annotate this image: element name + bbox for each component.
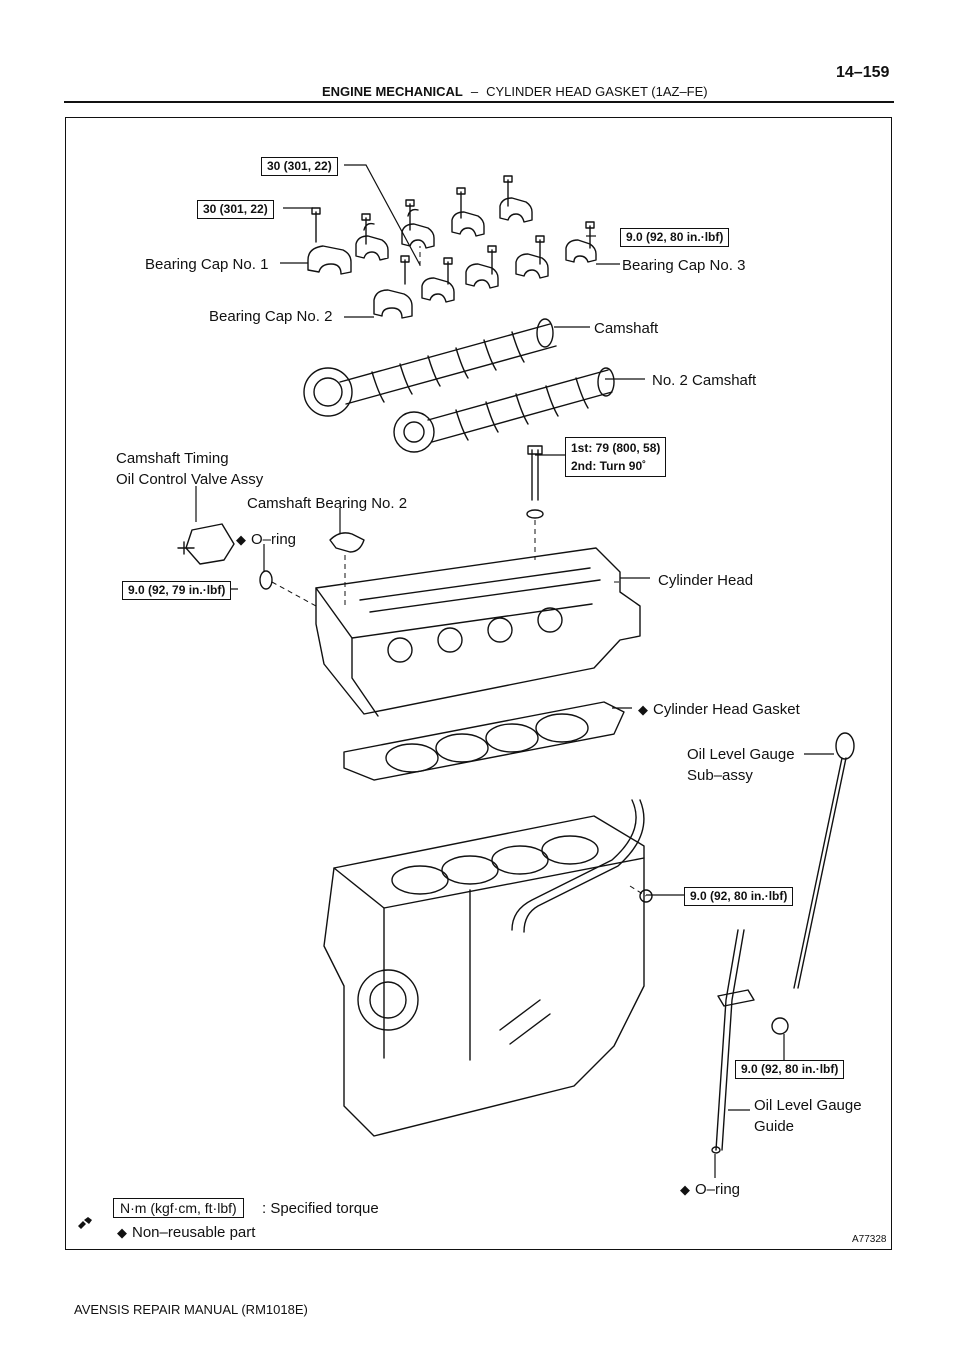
label-oring-1-text: O–ring bbox=[251, 531, 297, 548]
legend-torque-desc: : Specified torque bbox=[262, 1200, 379, 1217]
torque-spec-cap-bolt-1: 30 (301, 22) bbox=[261, 157, 338, 176]
oil-pipe bbox=[511, 799, 653, 933]
subsection-title: CYLINDER HEAD GASKET (1AZ–FE) bbox=[486, 84, 708, 99]
label-gauge-line2: Sub–assy bbox=[687, 767, 753, 784]
non-reusable-diamond-icon: ◆ bbox=[680, 1182, 690, 1197]
torque-spec-cap-bolt-2: 30 (301, 22) bbox=[197, 200, 274, 219]
label-ocv-line1: Camshaft Timing bbox=[116, 450, 229, 467]
label-no2-camshaft: No. 2 Camshaft bbox=[652, 372, 757, 389]
torque-head-bolt-step1: 1st: 79 (800, 58) bbox=[571, 441, 661, 455]
torque-head-bolt-step2: 2nd: Turn 90˚ bbox=[571, 459, 647, 473]
manual-footer: AVENSIS REPAIR MANUAL (RM1018E) bbox=[74, 1302, 308, 1317]
cam-cap-bolts bbox=[311, 175, 595, 285]
label-gauge-line1: Oil Level Gauge bbox=[687, 746, 795, 763]
cylinder-head bbox=[315, 547, 641, 717]
legend-non-reusable: ◆ Non–reusable part bbox=[117, 1224, 255, 1241]
torque-spec-ocv-bolt: 9.0 (92, 79 in.·lbf) bbox=[122, 581, 232, 600]
non-reusable-diamond-icon: ◆ bbox=[236, 532, 246, 547]
legend-torque-unit: N·m (kgf·cm, ft·lbf) bbox=[113, 1198, 244, 1218]
head-bolt bbox=[526, 445, 544, 519]
label-oil-level-gauge: Oil Level Gauge Sub–assy bbox=[687, 744, 795, 786]
oil-control-valve bbox=[177, 523, 365, 590]
oil-level-gauge-guide bbox=[711, 929, 789, 1154]
page-header: ENGINE MECHANICAL–CYLINDER HEAD GASKET (… bbox=[322, 84, 708, 99]
page-number: 14–159 bbox=[836, 64, 890, 81]
camshafts bbox=[303, 318, 615, 453]
label-bearing-cap-1: Bearing Cap No. 1 bbox=[145, 256, 269, 273]
label-cylinder-head: Cylinder Head bbox=[658, 572, 754, 589]
label-camshaft: Camshaft bbox=[594, 320, 659, 337]
oil-level-gauge bbox=[793, 732, 855, 989]
label-head-gasket-text: Cylinder Head Gasket bbox=[653, 701, 800, 718]
non-reusable-diamond-icon: ◆ bbox=[638, 702, 648, 717]
header-rule bbox=[64, 101, 894, 103]
non-reusable-diamond-icon: ◆ bbox=[117, 1225, 127, 1240]
label-oring-1: ◆ O–ring bbox=[236, 530, 296, 549]
label-ocv-line2: Oil Control Valve Assy bbox=[116, 471, 264, 488]
header-separator: – bbox=[470, 84, 479, 99]
figure-id: A77328 bbox=[852, 1234, 887, 1245]
label-guide-line2: Guide bbox=[754, 1118, 795, 1135]
label-head-gasket: ◆ Cylinder Head Gasket bbox=[638, 700, 800, 719]
wrench-icon bbox=[78, 1217, 92, 1229]
torque-spec-guide-bolt: 9.0 (92, 80 in.·lbf) bbox=[735, 1060, 845, 1079]
label-guide-line1: Oil Level Gauge bbox=[754, 1097, 862, 1114]
label-ocv-assy: Camshaft Timing Oil Control Valve Assy bbox=[116, 448, 263, 490]
legend-non-reusable-text: Non–reusable part bbox=[132, 1224, 256, 1241]
label-bearing-cap-2: Bearing Cap No. 2 bbox=[209, 308, 333, 325]
figure-frame bbox=[65, 117, 892, 1250]
label-oring-2: ◆ O–ring bbox=[680, 1180, 740, 1199]
torque-spec-cap-bolt-3: 9.0 (92, 80 in.·lbf) bbox=[620, 228, 730, 247]
label-oring-2-text: O–ring bbox=[695, 1181, 741, 1198]
torque-spec-head-bolt: 1st: 79 (800, 58) 2nd: Turn 90˚ bbox=[565, 437, 667, 477]
torque-spec-pipe-bolt: 9.0 (92, 80 in.·lbf) bbox=[684, 887, 794, 906]
bearing-caps bbox=[307, 197, 597, 319]
head-gasket bbox=[343, 701, 625, 781]
section-title: ENGINE MECHANICAL bbox=[322, 84, 463, 99]
label-oil-level-gauge-guide: Oil Level Gauge Guide bbox=[754, 1095, 862, 1137]
label-camshaft-bearing-2: Camshaft Bearing No. 2 bbox=[247, 495, 408, 512]
label-bearing-cap-3: Bearing Cap No. 3 bbox=[622, 257, 746, 274]
cylinder-block bbox=[323, 815, 645, 1137]
